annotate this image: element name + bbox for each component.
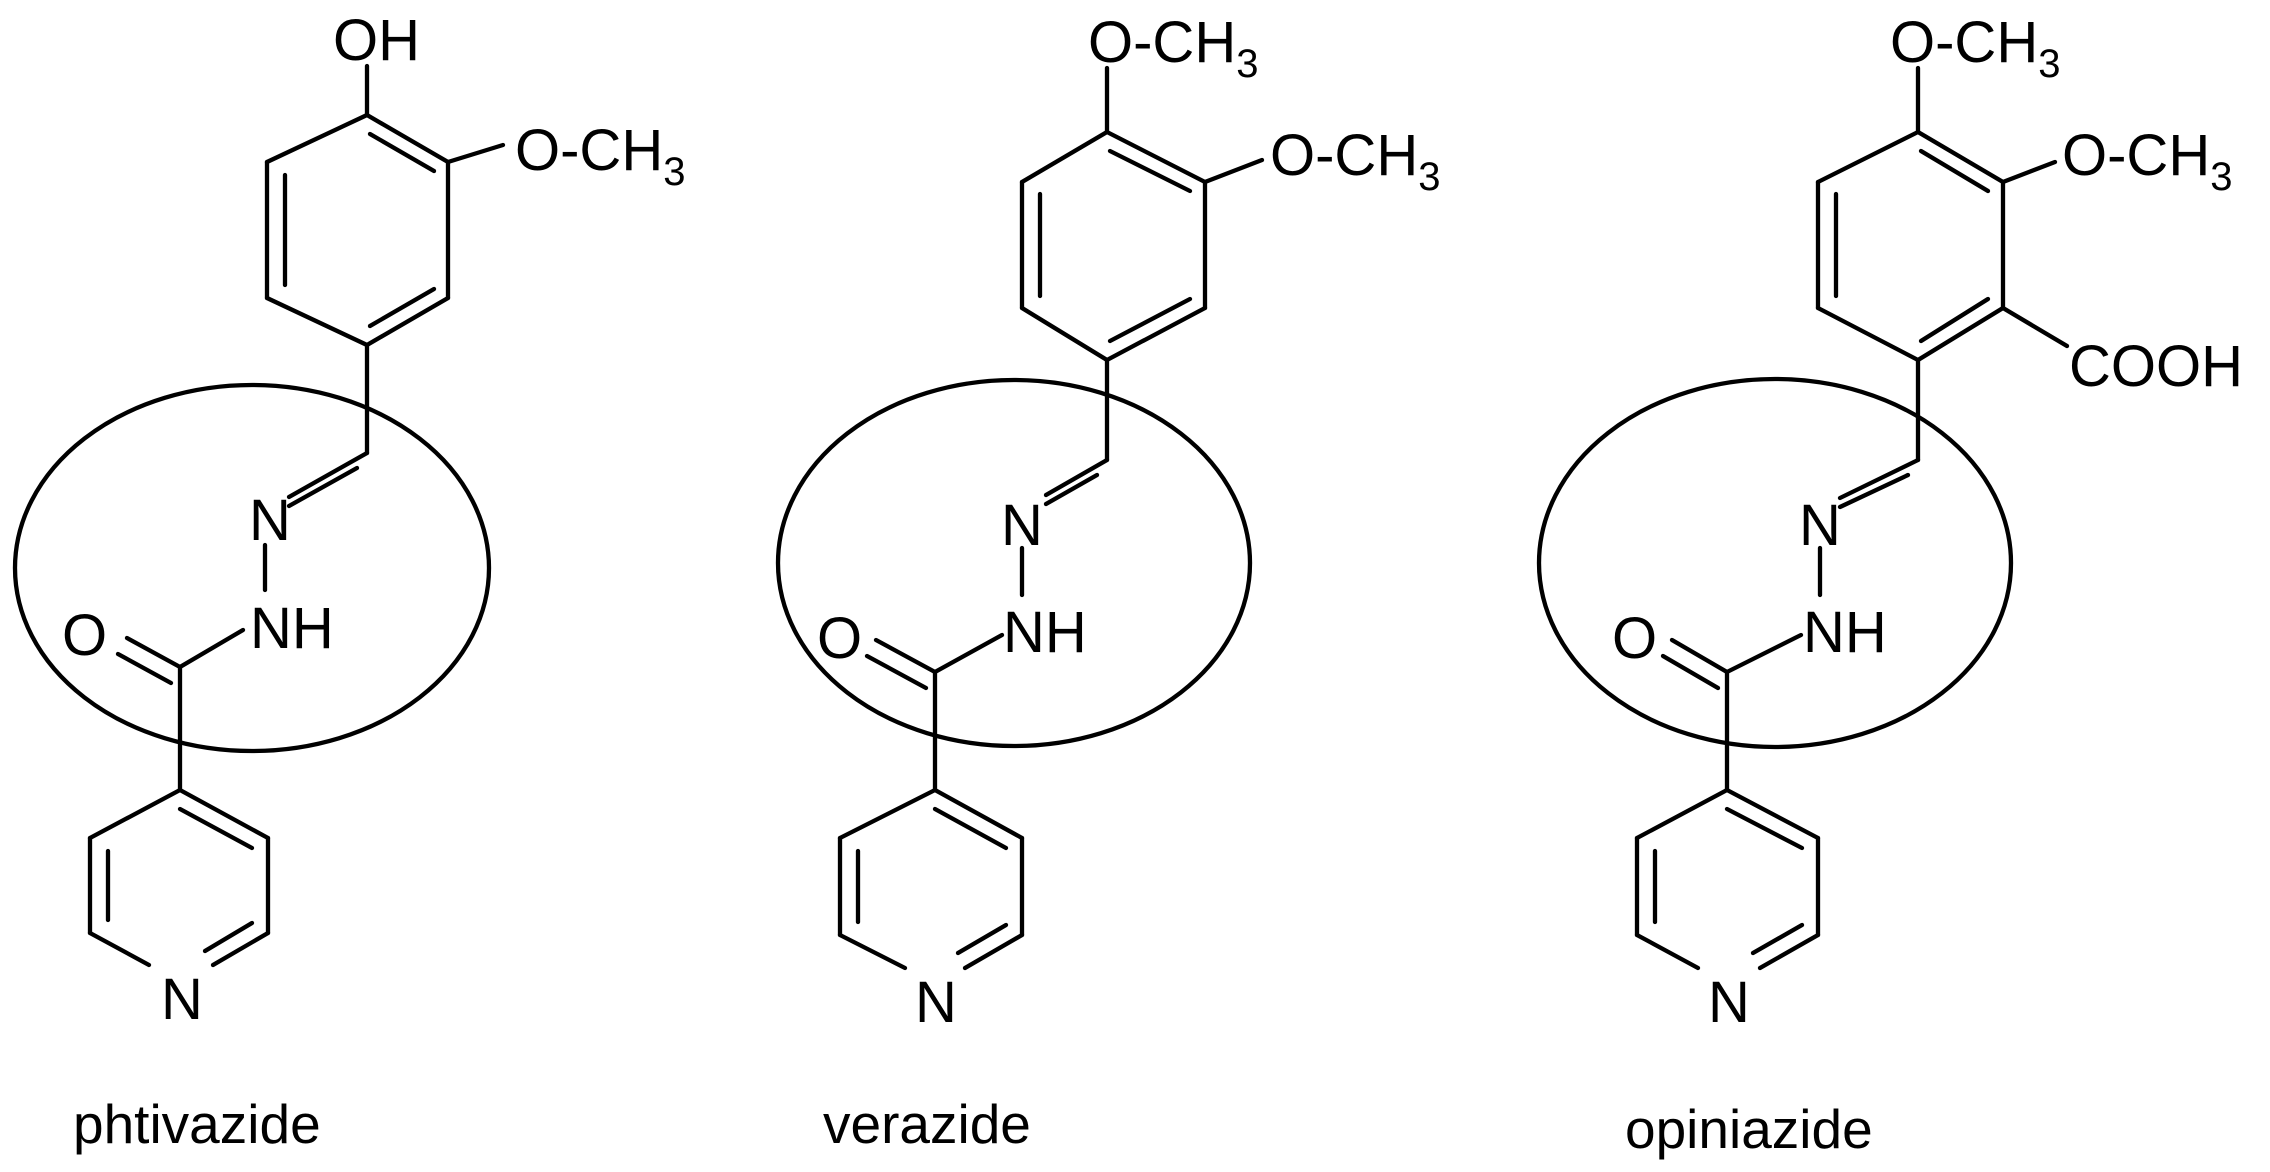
molecule-phtivazide: OH O-CH3 N NH O N phtivazide — [12, 8, 685, 1155]
ome-meta-bond — [2000, 159, 2058, 185]
pyridine-ring — [87, 787, 271, 968]
pyridine-n-label: N — [915, 970, 957, 1035]
hydrazone-linker — [1660, 357, 1921, 793]
amide-nh-label: NH — [250, 596, 334, 661]
molecule-caption: phtivazide — [73, 1093, 321, 1155]
para-substituent-label: O-CH3 — [1088, 10, 1258, 86]
pyridine-ring — [1634, 787, 1821, 971]
carbonyl-o-label: O — [62, 603, 107, 668]
para-substituent-label: OH — [333, 8, 420, 73]
imine-n-label: N — [1001, 493, 1043, 558]
hydrazone-linker — [864, 357, 1110, 793]
hydrazone-highlight-oval — [1536, 376, 2014, 750]
molecule-opiniazide: O-CH3 O-CH3 COOH N NH O N — [1536, 10, 2243, 1160]
hydrazone-highlight-oval — [12, 382, 492, 754]
ortho-substituent-label: COOH — [2069, 334, 2243, 399]
molecule-verazide: O-CH3 O-CH3 N NH O N verazid — [775, 10, 1440, 1155]
meta-substituent-label: O-CH3 — [2062, 123, 2232, 199]
amide-nh-label: NH — [1803, 600, 1887, 665]
para-substituent-label: O-CH3 — [1890, 10, 2060, 86]
amide-nh-label: NH — [1003, 600, 1087, 665]
pyridine-n-label: N — [1708, 970, 1750, 1035]
meta-substituent-label: O-CH3 — [515, 118, 685, 194]
pyridine-n-label: N — [161, 967, 203, 1032]
carbonyl-o-label: O — [817, 606, 862, 671]
hydrazone-linker — [115, 342, 370, 793]
molecule-caption: verazide — [823, 1093, 1031, 1155]
imine-n-label: N — [1799, 493, 1841, 558]
meta-substituent-label: O-CH3 — [1270, 123, 1440, 199]
pyridine-ring — [837, 787, 1025, 971]
imine-n-label: N — [249, 488, 291, 553]
hydrazone-highlight-oval — [775, 377, 1253, 749]
ome-bond — [445, 142, 506, 165]
benzene-ring — [1815, 129, 2006, 363]
ome-meta-bond — [1202, 157, 1265, 185]
molecule-caption: opiniazide — [1625, 1098, 1873, 1160]
benzene-ring — [264, 112, 451, 348]
carbonyl-o-label: O — [1612, 606, 1657, 671]
cooh-bond — [2000, 305, 2070, 349]
benzene-ring — [1019, 129, 1208, 363]
